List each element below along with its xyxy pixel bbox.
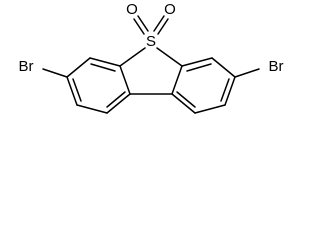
bond-right-ring-double-1 xyxy=(186,63,212,72)
bond-c-br-left xyxy=(42,68,68,78)
right-benzene-ring xyxy=(171,57,260,114)
bond-left-ring-double-3 xyxy=(106,91,126,108)
bond-left-ring-3 xyxy=(66,76,78,106)
bond-right-ring-4 xyxy=(194,104,226,114)
bond-right-ring-double-2 xyxy=(220,78,230,102)
molecule-structure: S O O Br Br xyxy=(19,1,284,114)
bond-right-ring-3 xyxy=(224,76,236,106)
bond-left-ring-double-1 xyxy=(90,63,116,72)
bond-left-ring-1 xyxy=(89,57,121,67)
bond-right-ring-double-3 xyxy=(176,91,196,108)
bond-right-ring-2 xyxy=(211,57,236,78)
bond-c-c-left-fusion xyxy=(119,65,131,95)
atom-oxygen-right: O xyxy=(164,1,176,18)
bond-c-br-right xyxy=(234,68,260,78)
bond-left-ring-double-2 xyxy=(72,78,82,102)
atom-oxygen-left: O xyxy=(126,1,138,18)
bond-left-ring-4 xyxy=(76,104,108,114)
bond-s-c-right xyxy=(156,47,183,67)
bond-right-ring-5 xyxy=(171,93,196,114)
bond-left-ring-2 xyxy=(66,57,91,78)
atom-bromine-right: Br xyxy=(269,58,284,75)
central-five-membered-ring xyxy=(119,47,183,95)
bond-s-o-left-b xyxy=(137,15,149,32)
left-benzene-ring xyxy=(42,57,131,114)
bond-c-c-right-fusion xyxy=(171,65,183,95)
atom-sulfur: S xyxy=(146,33,156,50)
bond-left-ring-5 xyxy=(106,93,131,114)
bond-s-o-right-a xyxy=(153,15,165,32)
atom-bromine-left: Br xyxy=(19,58,34,75)
bond-s-c-left xyxy=(119,47,146,67)
bond-right-ring-1 xyxy=(181,57,213,67)
bond-s-o-right-b xyxy=(157,18,169,35)
bond-s-o-left-a xyxy=(133,18,145,35)
sulfonyl-group xyxy=(133,15,169,35)
